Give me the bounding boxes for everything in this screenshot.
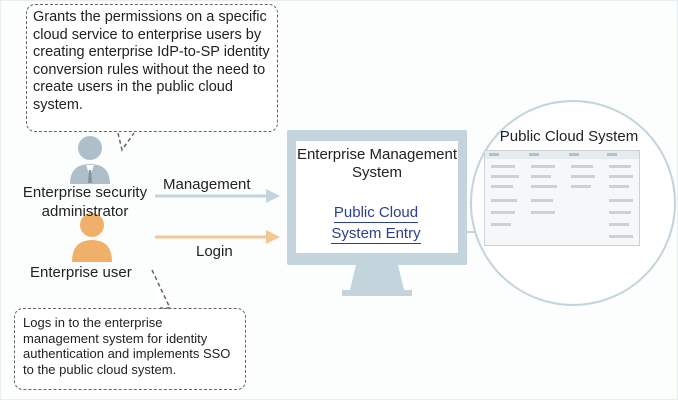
login-label: Login (196, 243, 233, 260)
monitor-stand (342, 265, 412, 296)
public-cloud-entry-link[interactable]: Public Cloud System Entry (326, 204, 426, 244)
public-cloud-console-thumbnail (484, 150, 640, 246)
portal-link-line1[interactable]: Public Cloud (333, 204, 419, 223)
admin-role-label: Enterprise security administrator (22, 184, 148, 220)
portal-link-line2[interactable]: System Entry (331, 225, 421, 244)
admin-callout: Grants the permissions on a specific clo… (26, 4, 278, 132)
management-arrow (155, 189, 280, 203)
user-callout-text: Logs in to the enterprise management sys… (23, 315, 231, 377)
admin-callout-tail (117, 132, 135, 152)
admin-person-icon (70, 136, 110, 184)
public-cloud-title: Public Cloud System (499, 128, 639, 145)
admin-callout-text: Grants the permissions on a specific clo… (33, 9, 270, 113)
management-label: Management (163, 176, 251, 193)
monitor-title: Enterprise Management System (296, 146, 458, 181)
login-arrow (155, 230, 280, 244)
user-callout: Logs in to the enterprise management sys… (14, 308, 246, 390)
monitor-screen (296, 141, 458, 253)
console-thumbnail-graphic (485, 151, 639, 238)
user-role-label: Enterprise user (30, 264, 132, 281)
user-callout-tail (151, 269, 172, 309)
user-person-icon (72, 213, 112, 262)
